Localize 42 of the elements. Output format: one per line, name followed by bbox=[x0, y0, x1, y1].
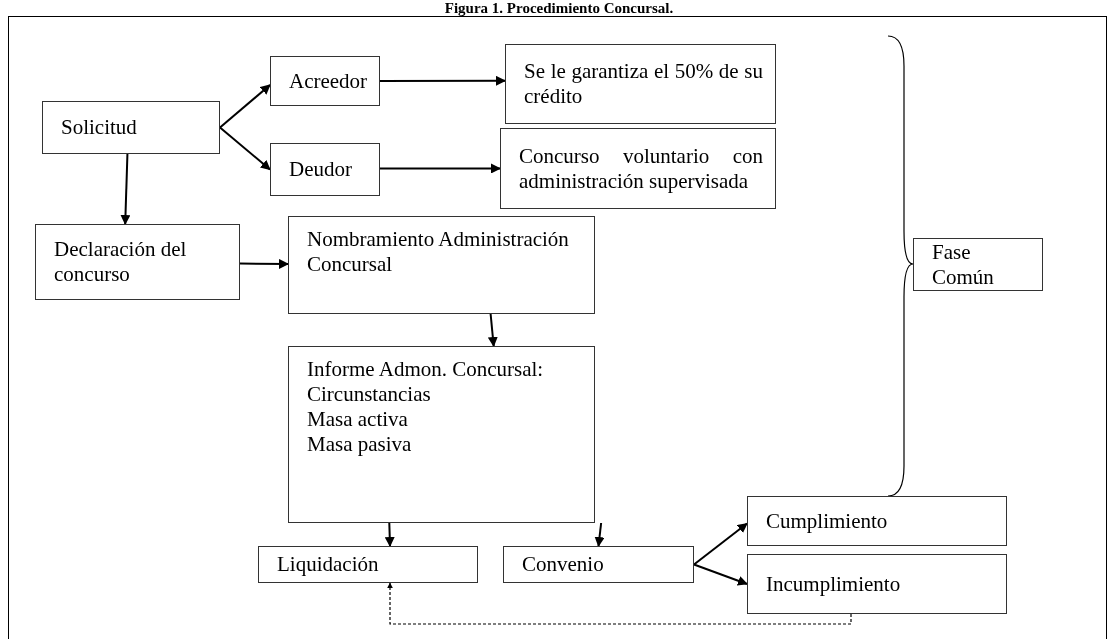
box-text: Circunstancias bbox=[307, 382, 432, 407]
arrow bbox=[594, 522, 605, 547]
box-text: Deudor bbox=[289, 157, 353, 182]
arrow bbox=[379, 75, 506, 86]
process-box bbox=[288, 216, 595, 314]
box-text: Solicitud bbox=[61, 115, 138, 140]
box-text: Convenio bbox=[522, 552, 605, 577]
box-text: Incumplimiento bbox=[766, 571, 902, 597]
process-box bbox=[505, 44, 776, 124]
arrow bbox=[384, 522, 395, 547]
box-text: Liquidación bbox=[277, 552, 380, 577]
arrow bbox=[239, 258, 289, 269]
process-box bbox=[503, 546, 694, 583]
box-text: Acreedor bbox=[289, 68, 367, 94]
arrow bbox=[693, 522, 748, 566]
process-box bbox=[913, 238, 1043, 291]
box-text: Fase Común bbox=[932, 239, 995, 290]
box-text: Masa pasiva bbox=[307, 432, 413, 457]
process-box bbox=[288, 346, 595, 523]
arrow bbox=[219, 126, 271, 171]
process-box bbox=[42, 101, 220, 154]
process-box bbox=[500, 128, 776, 209]
box-text: Informe Admon. Concursal: bbox=[307, 357, 545, 382]
box-text: Nombramiento Administración Concursal bbox=[307, 227, 570, 277]
box-text: Concurso voluntario con administración supervisada bbox=[519, 143, 763, 194]
box-text: Se le garantiza el 50% de su crédito bbox=[524, 59, 763, 109]
box-text: Cumplimiento bbox=[766, 508, 889, 534]
dashed-arrow bbox=[387, 582, 852, 625]
process-box bbox=[258, 546, 478, 583]
arrow bbox=[379, 163, 501, 174]
figure-title: Figura 1. Procedimiento Concursal. bbox=[443, 0, 675, 16]
arrow bbox=[487, 313, 498, 347]
box-text: Masa activa bbox=[307, 407, 409, 432]
arrow bbox=[219, 84, 271, 129]
process-box bbox=[35, 224, 240, 300]
arrow bbox=[120, 153, 131, 225]
process-box bbox=[270, 56, 380, 106]
box-text: Declaración del concurso bbox=[54, 237, 188, 287]
process-box bbox=[270, 143, 380, 196]
arrow bbox=[693, 563, 748, 586]
process-box bbox=[747, 554, 1007, 614]
process-box bbox=[747, 496, 1007, 546]
